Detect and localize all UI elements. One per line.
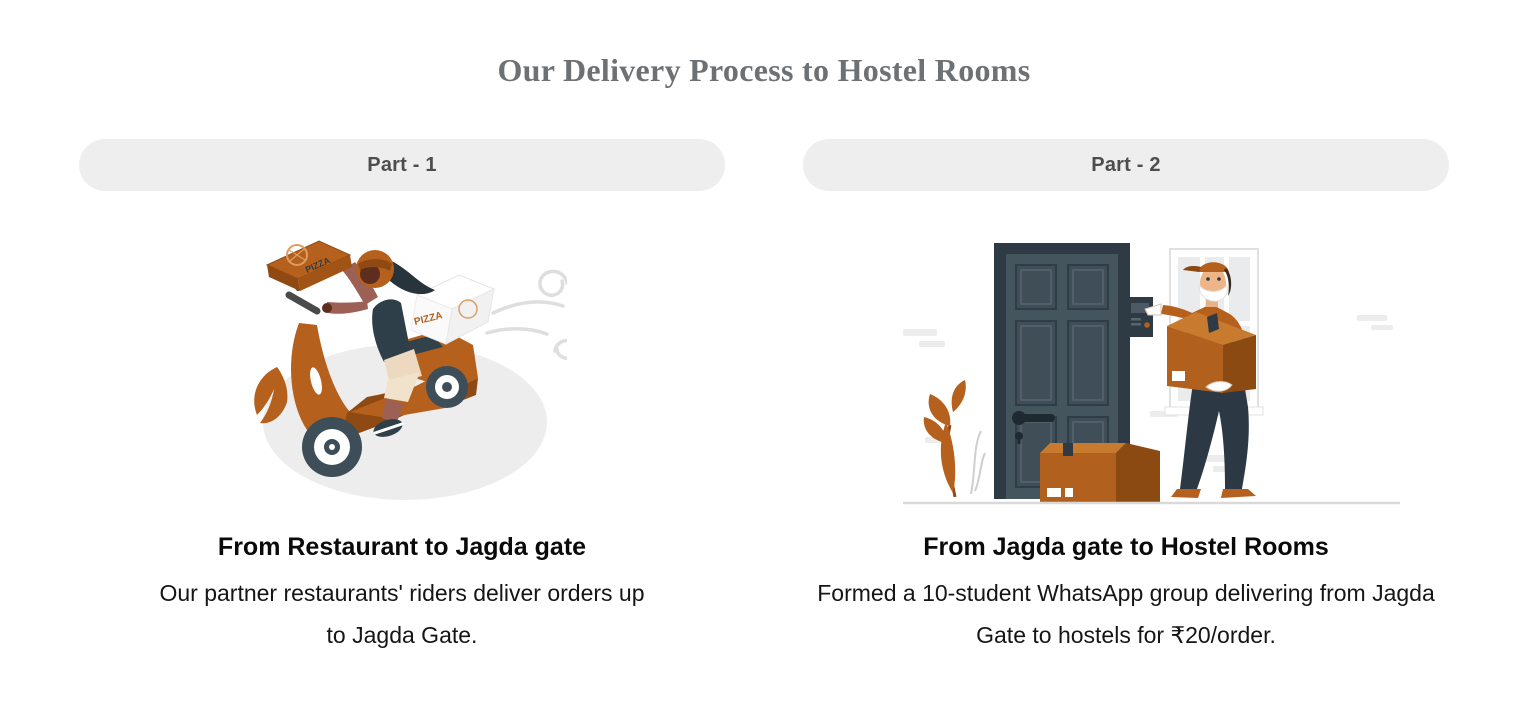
leaf-shape	[254, 367, 288, 424]
process-columns: Part - 1	[0, 139, 1528, 656]
part-2-badge-label: Part - 2	[1091, 153, 1161, 176]
pizza-carrier-box: PIZZA	[410, 274, 496, 345]
part-1-heading: From Restaurant to Jagda gate	[217, 533, 587, 561]
doorbell-intercom-icon	[1127, 297, 1153, 337]
part-2-heading: From Jagda gate to Hostel Rooms	[923, 533, 1329, 561]
face-mask-icon	[1199, 283, 1228, 302]
rider	[322, 250, 435, 437]
cap-icon	[1198, 262, 1229, 272]
door-handle-icon	[1012, 411, 1055, 444]
carried-box	[1167, 312, 1256, 393]
process-part-2: Part - 2	[803, 139, 1449, 656]
part-2-description: Formed a 10-student WhatsApp group deliv…	[817, 580, 1435, 648]
pizza-box: PIZZA	[265, 240, 352, 291]
page-title: Our Delivery Process to Hostel Rooms	[497, 52, 1031, 88]
part-1-description: Our partner restaurants' riders deliver …	[159, 580, 645, 648]
pizza-rider-scooter-icon: PIZZA	[254, 240, 567, 500]
plant	[923, 380, 986, 498]
scooter-illustration: PIZZA	[79, 205, 725, 507]
delivery-man-door-icon	[903, 243, 1400, 505]
delivery-illustration	[803, 205, 1449, 507]
wind-swirl-icon	[485, 269, 567, 360]
process-part-1: Part - 1	[79, 139, 725, 656]
part-2-badge: Part - 2	[803, 139, 1449, 191]
floor-box	[1040, 443, 1160, 503]
glove-icon	[1205, 381, 1233, 392]
part-1-badge-label: Part - 1	[367, 153, 437, 176]
part-1-badge: Part - 1	[79, 139, 725, 191]
